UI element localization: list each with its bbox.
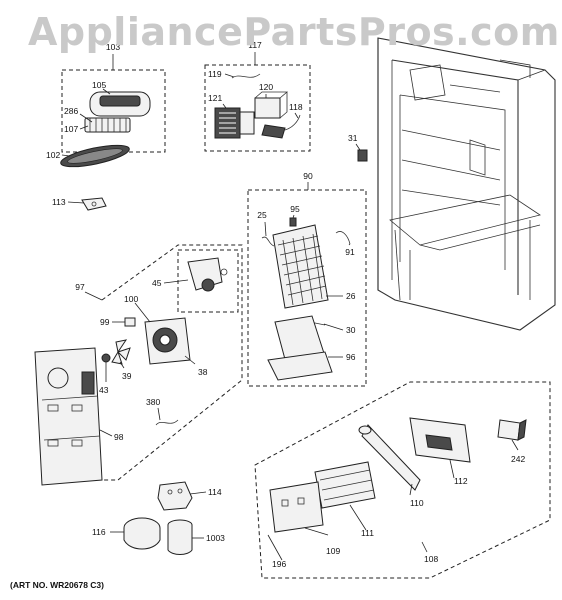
part-43-nut — [101, 353, 111, 363]
part-114-housing — [157, 481, 193, 511]
part-96-pan — [267, 315, 333, 381]
part-1003-filter-canister — [167, 519, 193, 555]
refrigerator-cabinet — [377, 37, 556, 331]
part-111-heater-mat — [314, 461, 376, 509]
part-109-panel — [269, 481, 324, 533]
callout-120: 120 — [259, 82, 273, 92]
callout-38: 38 — [198, 367, 208, 377]
watermark-logo: AppliancePartsPros.com — [28, 10, 560, 54]
part-31-clip — [357, 149, 368, 162]
part-95-thermistor — [289, 217, 297, 227]
callout-45: 45 — [152, 278, 162, 288]
part-102-gasket — [60, 144, 130, 168]
callout-112: 112 — [454, 476, 468, 486]
callout-119: 119 — [208, 69, 222, 79]
callout-1003: 1003 — [206, 533, 225, 543]
callout-380: 380 — [146, 397, 160, 407]
part-105-cover — [89, 91, 151, 117]
callout-111: 111 — [361, 528, 374, 538]
group-box-90 — [247, 189, 367, 387]
callout-30: 30 — [346, 325, 356, 335]
part-116-cap — [123, 517, 161, 550]
part-38-fan-shroud — [144, 317, 191, 365]
part-110-rail — [358, 424, 421, 491]
callout-107: 107 — [64, 124, 78, 134]
callout-242: 242 — [511, 454, 525, 464]
part-112-tray — [409, 417, 471, 463]
callout-196: 196 — [272, 559, 286, 569]
part-99-grommet — [124, 317, 136, 327]
part-107-filter — [84, 117, 131, 133]
part-242-connector — [497, 419, 527, 441]
callout-96: 96 — [346, 352, 356, 362]
callout-118: 118 — [289, 102, 303, 112]
part-26-evaporator — [272, 224, 329, 309]
part-45-motor-bracket — [187, 257, 228, 292]
callout-99: 99 — [100, 317, 110, 327]
part-120-module — [254, 91, 289, 119]
part-119-wire — [231, 73, 261, 79]
group-box-108 — [254, 381, 551, 579]
group-box-97-outline — [101, 244, 243, 481]
callout-95: 95 — [290, 204, 300, 214]
callout-117: 117 — [248, 40, 262, 50]
callout-25: 25 — [257, 210, 267, 220]
callout-26: 26 — [346, 291, 356, 301]
part-121-fan — [214, 107, 255, 139]
group-box-117 — [204, 64, 311, 152]
callout-113: 113 — [52, 197, 66, 207]
callout-97: 97 — [75, 282, 85, 292]
callout-103: 103 — [106, 42, 120, 52]
callout-31: 31 — [348, 133, 358, 143]
part-98-evaporator-cover — [34, 347, 103, 486]
callout-286: 286 — [64, 106, 78, 116]
callout-114: 114 — [208, 487, 222, 497]
group-box-103 — [61, 69, 166, 153]
part-25-wire — [261, 236, 275, 247]
part-113-bracket — [81, 197, 107, 211]
callout-98: 98 — [114, 432, 124, 442]
callout-109: 109 — [326, 546, 340, 556]
callout-105: 105 — [92, 80, 106, 90]
callout-90: 90 — [303, 171, 313, 181]
callout-116: 116 — [92, 527, 106, 537]
part-91-wire — [335, 231, 351, 245]
callout-labels: 103 105 286 107 102 113 117 119 120 121 … — [46, 40, 525, 569]
callout-110: 110 — [410, 498, 424, 508]
callout-100: 100 — [124, 294, 138, 304]
callout-91: 91 — [345, 247, 355, 257]
art-number: (ART NO. WR20678 C3) — [10, 580, 104, 590]
part-118-sensor — [261, 114, 301, 139]
callout-39: 39 — [122, 371, 132, 381]
part-380-wire-harness — [155, 419, 179, 426]
leader-lines — [61, 52, 519, 561]
part-39-fan-blade — [111, 339, 131, 365]
callout-102: 102 — [46, 150, 60, 160]
callout-121: 121 — [208, 93, 222, 103]
callout-43: 43 — [99, 385, 109, 395]
callout-108: 108 — [424, 554, 438, 564]
